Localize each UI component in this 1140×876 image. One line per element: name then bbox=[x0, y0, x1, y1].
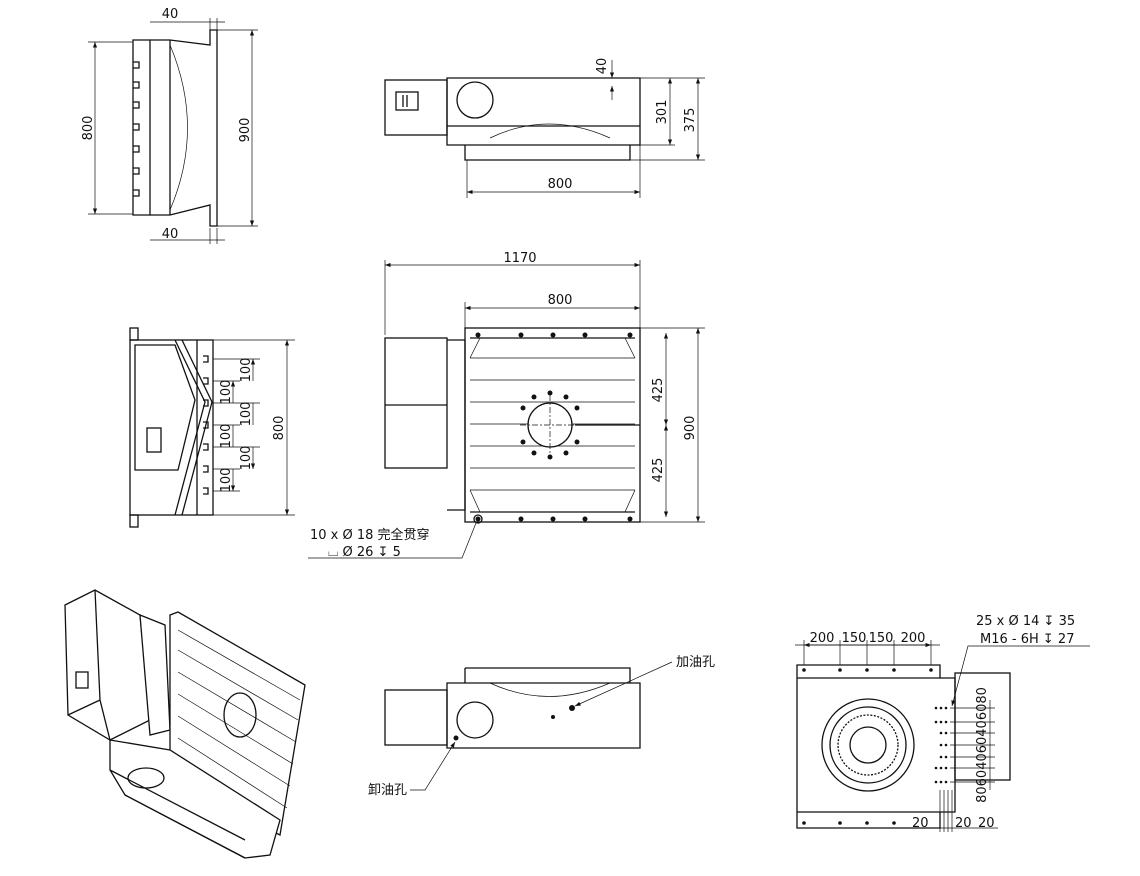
dim-1170: 1170 bbox=[503, 251, 536, 266]
dim-150-right: 150 bbox=[869, 631, 894, 646]
dim-100-5: 100 bbox=[239, 446, 254, 471]
dim-40-bottom: 40 bbox=[162, 227, 179, 242]
dim-100-4: 100 bbox=[219, 424, 234, 449]
plan-view-bottom-right: 80604060406080 20 20 20 200 150 150 200 … bbox=[795, 614, 1090, 832]
hole-callout-line1: 25 x Ø 14 ↧ 35 bbox=[976, 614, 1075, 629]
dim-800: 800 bbox=[548, 177, 573, 192]
dim-40-top: 40 bbox=[162, 7, 179, 22]
dim-425-lower: 425 bbox=[651, 458, 666, 483]
dim-150-left: 150 bbox=[842, 631, 867, 646]
dim-425-upper: 425 bbox=[651, 378, 666, 403]
dim-301: 301 bbox=[655, 100, 670, 125]
dim-100-6: 100 bbox=[219, 468, 234, 493]
oil-fill-label: 加油孔 bbox=[676, 655, 715, 670]
dim-200-right: 200 bbox=[901, 631, 926, 646]
dim-20-3: 20 bbox=[978, 816, 995, 831]
dim-800: 800 bbox=[272, 416, 287, 441]
side-view-left-middle: 100 100 100 100 100 100 800 bbox=[129, 327, 295, 528]
dim-20-2: 20 bbox=[955, 816, 972, 831]
plan-view-center: 1170 800 425 425 900 10 x Ø 18 完全贯穿 ⌴ Ø … bbox=[308, 251, 705, 560]
front-view-top-middle: 40 301 375 800 bbox=[384, 58, 705, 198]
hole-callout-line2: ⌴ Ø 26 ↧ 5 bbox=[328, 545, 401, 560]
isometric-view bbox=[64, 589, 306, 859]
dim-100-2: 100 bbox=[219, 380, 234, 405]
dim-900: 900 bbox=[683, 416, 698, 441]
oil-drain-label: 卸油孔 bbox=[368, 782, 407, 798]
dim-800: 800 bbox=[81, 116, 96, 141]
dim-40: 40 bbox=[595, 58, 610, 75]
hole-callout-line1: 10 x Ø 18 完全贯穿 bbox=[310, 527, 430, 543]
front-view-bottom-middle: 加油孔 卸油孔 bbox=[368, 655, 715, 798]
dim-200-left: 200 bbox=[810, 631, 835, 646]
dim-100-3: 100 bbox=[239, 402, 254, 427]
side-view-top-left: 800 900 40 40 bbox=[81, 7, 258, 244]
dim-800: 800 bbox=[548, 293, 573, 308]
dim-100-1: 100 bbox=[239, 358, 254, 383]
dim-20-1: 20 bbox=[912, 816, 929, 831]
hole-callout-line2: M16 - 6H ↧ 27 bbox=[980, 632, 1074, 647]
side-hole-spacings: 80604060406080 bbox=[975, 687, 990, 803]
dim-375: 375 bbox=[683, 108, 698, 133]
dim-900: 900 bbox=[238, 118, 253, 143]
